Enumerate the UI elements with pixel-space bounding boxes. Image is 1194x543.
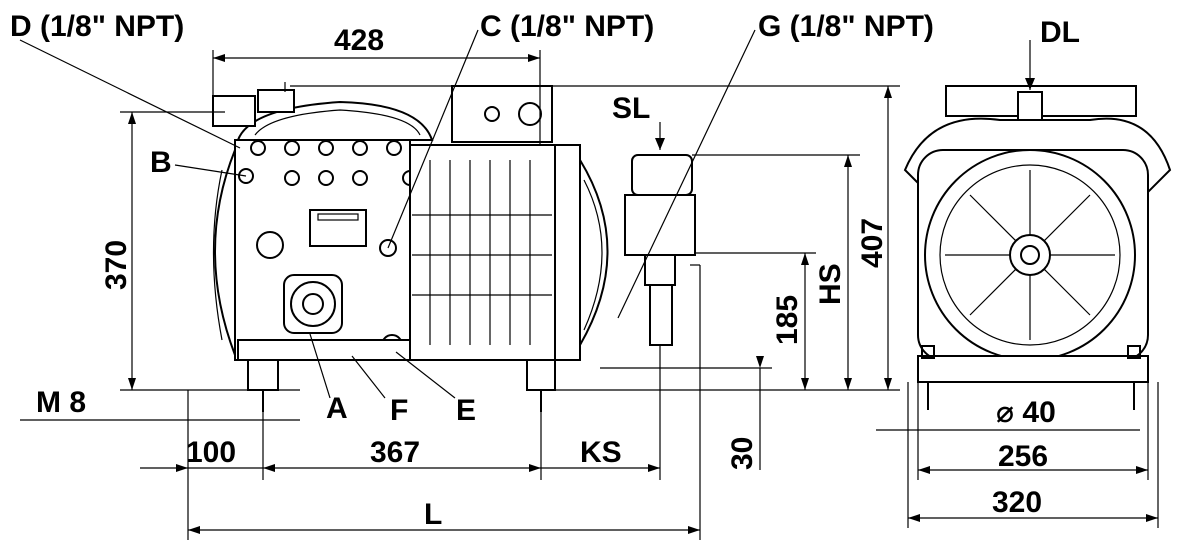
motor-end-flange: [554, 144, 581, 361]
dim-256: 256: [998, 440, 1048, 473]
discharge-valve: [1017, 91, 1043, 121]
suction-valve: [624, 154, 700, 346]
terminal-box: [212, 95, 256, 127]
oil-port-a: [283, 274, 343, 334]
dim-185: 185: [771, 295, 804, 345]
mounting-feet: [247, 359, 556, 412]
dim-428: 428: [334, 24, 384, 57]
port-c: [379, 239, 397, 257]
dim-hs: HS: [814, 263, 847, 305]
label-f: F: [390, 394, 408, 427]
label-a: A: [326, 392, 348, 425]
dim-320: 320: [992, 486, 1042, 519]
label-c-port: C (1/8" NPT): [480, 10, 654, 43]
side-view: [212, 82, 700, 412]
label-dl: DL: [1040, 16, 1080, 49]
front-view: [903, 85, 1172, 410]
motor-housing: [409, 144, 556, 361]
dim-diameter-40: ⌀ 40: [996, 396, 1056, 429]
shaft-hub: [1009, 234, 1051, 276]
dimension-lines: [19, 29, 1159, 540]
head-bolts: [238, 140, 418, 186]
sight-glass: [256, 231, 284, 259]
nameplate: [309, 209, 367, 247]
front-base: [917, 355, 1149, 383]
label-sl: SL: [612, 92, 650, 125]
label-d-port: D (1/8" NPT): [10, 10, 184, 43]
crankcase-left-end: [214, 149, 236, 356]
dim-370: 370: [100, 240, 133, 290]
motor-terminal-box: [451, 85, 553, 143]
dim-100: 100: [186, 436, 236, 469]
motor-cooling-fins: [412, 160, 552, 345]
dim-30: 30: [726, 437, 759, 470]
dim-407: 407: [856, 218, 889, 268]
label-b: B: [150, 146, 172, 179]
label-m8: M 8: [36, 386, 86, 419]
dim-ks: KS: [580, 436, 622, 469]
dim-367: 367: [370, 436, 420, 469]
label-e: E: [456, 394, 476, 427]
label-g-port: G (1/8" NPT): [758, 10, 934, 43]
arrowheads: [128, 54, 1158, 534]
dim-l: L: [424, 498, 442, 531]
